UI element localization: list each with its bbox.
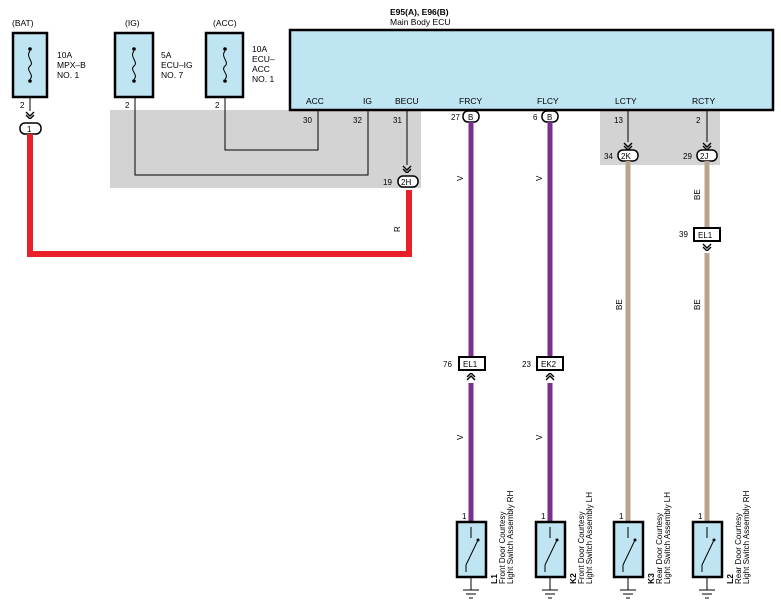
fuse-bat-pin: 2 (20, 101, 25, 110)
gray-zone-left (110, 110, 421, 188)
pin-label-ig: IG (363, 96, 372, 106)
fuse-ig-name: ECU–IG (161, 60, 193, 70)
wire-flcy-label-1: V (535, 175, 544, 181)
ecu-title: E95(A), E96(B) (390, 7, 449, 17)
fuse-acc-no: NO. 1 (252, 74, 274, 84)
pin-label-frcy: FRCY (459, 96, 482, 106)
wire-frcy-label-2: V (456, 434, 465, 440)
fuse-acc-amp: 10A (252, 44, 267, 54)
ig-source-label: (IG) (125, 18, 140, 28)
connector-el1-front-label: EL1 (463, 360, 478, 369)
pin-label-acc: ACC (306, 96, 324, 106)
switch-l1: 1 L1 Front Door Courtesy Light Switch As… (455, 490, 515, 599)
switch-k2-name-2: Light Switch Assembly LH (585, 492, 594, 584)
wire-frcy-label-1: V (456, 175, 465, 181)
switch-k2-pin: 1 (541, 512, 546, 521)
wire-red (27, 134, 412, 257)
connector-el1-rear (693, 227, 721, 242)
switch-k3-code: K3 (646, 573, 656, 584)
switch-k3: 1 K3 Rear Door Courtesy Light Switch Ass… (612, 492, 672, 599)
fuse-acc (204, 31, 245, 99)
fuse-acc-sub: ACC (252, 64, 270, 74)
switch-l1-name-1: Front Door Courtesy (498, 512, 507, 584)
fuse-bat-amp: 10A (57, 50, 72, 60)
conn-bat-label: 1 (27, 125, 32, 134)
switch-l1-pin: 1 (462, 512, 467, 521)
junction-2h-label: 2H (401, 178, 411, 187)
pin-num-frcy: 27 (451, 113, 460, 122)
connector-ek2-num: 23 (522, 360, 531, 369)
connector-el1-rear-num: 39 (679, 230, 688, 239)
pin-label-becu: BECU (395, 96, 419, 106)
pin-num-lcty: 13 (614, 116, 623, 125)
pin-num-ig: 32 (353, 116, 362, 125)
fuse-acc-name: ECU– (252, 54, 275, 64)
switch-k2-code: K2 (568, 573, 578, 584)
junction-2j-num: 29 (683, 152, 692, 161)
wire-lcty-label: BE (615, 299, 624, 310)
junction-2h (397, 175, 419, 188)
connector-ek2-label: EK2 (541, 360, 557, 369)
switch-l2: 1 L2 Rear Door Courtesy Light Switch Ass… (691, 490, 751, 599)
pin-num-flcy: 6 (533, 113, 538, 122)
switch-l2-name-1: Rear Door Courtesy (734, 513, 743, 584)
pin-num-becu: 31 (393, 116, 402, 125)
fuse-ig (113, 31, 155, 99)
wire-flcy-label-2: V (535, 434, 544, 440)
switch-l2-name-2: Light Switch Assembly RH (742, 490, 751, 584)
fuse-ig-no: NO. 7 (161, 70, 183, 80)
fuse-bat-name: MPX–B (57, 60, 86, 70)
switch-l2-code: L2 (725, 574, 735, 584)
acc-source-label: (ACC) (213, 18, 237, 28)
fuse-ig-pin: 2 (125, 101, 130, 110)
pin-label-flcy: FLCY (537, 96, 559, 106)
wire-rcty-label-2: BE (693, 299, 702, 310)
connector-el1-rear-label: EL1 (698, 231, 713, 240)
fuse-acc-pin: 2 (215, 101, 220, 110)
switch-l1-name-2: Light Switch Assembly RH (506, 490, 515, 584)
main-body-ecu (288, 28, 775, 112)
pin-label-rcty: RCTY (692, 96, 715, 106)
switch-k3-pin: 1 (619, 512, 624, 521)
ecu-name: Main Body ECU (390, 17, 450, 27)
fuse-ig-amp: 5A (161, 50, 172, 60)
frcy-conn-b-label: B (468, 113, 473, 122)
junction-2k-label: 2K (621, 152, 631, 161)
connector-el1-front-num: 76 (443, 360, 452, 369)
switch-k2-name-1: Front Door Courtesy (577, 512, 586, 584)
wire-red-label: R (393, 226, 402, 232)
switch-l1-code: L1 (489, 574, 499, 584)
pin-num-rcty: 2 (696, 116, 701, 125)
junction-2h-num: 19 (383, 178, 392, 187)
junction-2j-label: 2J (700, 152, 708, 161)
fuse-bat-no: NO. 1 (57, 70, 79, 80)
switch-k2: 1 K2 Front Door Courtesy Light Switch As… (534, 492, 594, 599)
switch-l2-pin: 1 (698, 512, 703, 521)
pin-num-acc: 30 (303, 116, 312, 125)
connector-el1-front (458, 356, 486, 371)
switch-k3-name-2: Light Switch Assembly LH (663, 492, 672, 584)
bat-source-label: (BAT) (12, 18, 34, 28)
switch-k3-name-1: Rear Door Courtesy (655, 513, 664, 584)
flcy-conn-b-label: B (547, 113, 552, 122)
fuse-bat (11, 31, 49, 99)
pin-label-lcty: LCTY (615, 96, 637, 106)
internal-wires (134, 98, 708, 176)
connector-ek2 (536, 356, 564, 371)
wire-rcty-label-1: BE (693, 189, 702, 200)
junction-2k-num: 34 (604, 152, 613, 161)
